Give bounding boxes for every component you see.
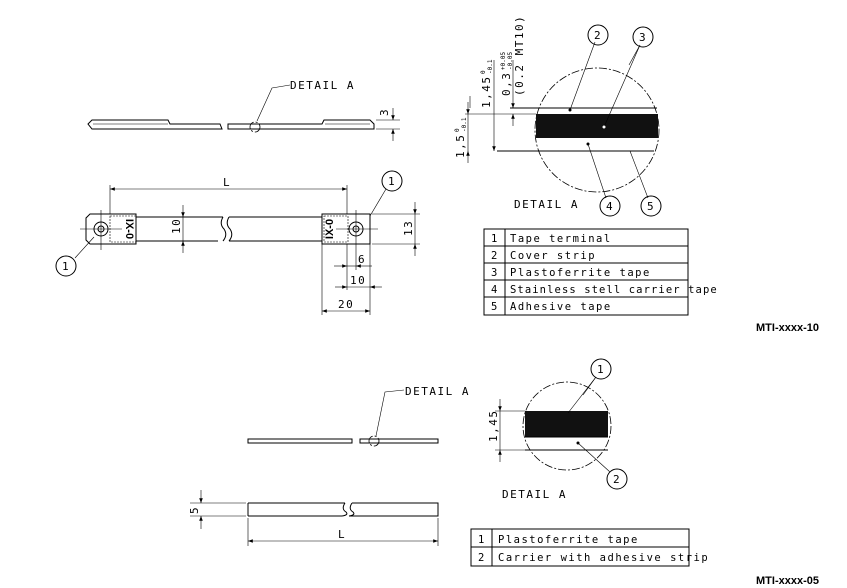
detail-balloon-1-bottom: 1 xyxy=(597,363,605,376)
length-dim-bottom: L xyxy=(338,528,346,541)
detail-balloon-5: 5 xyxy=(647,200,655,213)
dim-overall: 1,5 0 -0.1 xyxy=(454,117,468,158)
dim-6: 6 xyxy=(358,253,366,266)
top-plan-view: IX-0 IX-0 L 10 13 6 10 20 1 1 xyxy=(55,170,420,315)
part-no: 2 xyxy=(491,250,499,262)
part-no: 3 xyxy=(491,267,499,279)
dim-total: 1,45 0 -0.1 xyxy=(480,59,494,108)
detail-title-bottom: DETAIL A xyxy=(502,488,567,501)
part-no: 5 xyxy=(491,301,499,313)
dim-total-value: 1,45 xyxy=(480,76,493,109)
width-dim: 10 xyxy=(170,218,183,234)
dim-ferrite-note: (0.2 MT10) xyxy=(513,15,526,96)
balloon-1-right: 1 xyxy=(388,175,396,188)
dim-ferrite-value: 0,3 xyxy=(500,72,513,96)
bottom-parts-table: 1 Plastoferrite tape 2 Carrier with adhe… xyxy=(470,528,709,567)
detail-title: DETAIL A xyxy=(514,198,579,211)
top-side-view: DETAIL A 3 xyxy=(87,79,400,141)
balloon-1-left: 1 xyxy=(62,260,70,273)
dim-ferrite: 0,3 +0.05 -0.05 xyxy=(500,52,514,96)
part-name: Carrier with adhesive strip xyxy=(498,552,709,564)
dim-overall-tol-upper: 0 xyxy=(454,128,461,132)
length-dim: L xyxy=(223,176,231,189)
bottom-detail-a: 1,45 1 2 DETAIL A xyxy=(487,358,628,501)
model-code-10: MTI-xxxx-10 xyxy=(756,322,819,334)
dim-total-bottom: 1,45 xyxy=(487,410,500,443)
part-name: Plastoferrite tape xyxy=(510,267,651,279)
dim-overall-tol-lower: -0.1 xyxy=(461,117,468,132)
part-name: Stainless stell carrier tape xyxy=(510,284,718,296)
width-dim-bottom: 5 xyxy=(188,506,201,514)
part-no: 1 xyxy=(478,534,486,546)
terminal-height-dim: 13 xyxy=(402,220,415,236)
part-no: 4 xyxy=(491,284,499,296)
bottom-plan-view: 5 L xyxy=(188,490,439,546)
thickness-dim: 3 xyxy=(378,108,391,116)
bottom-side-view: DETAIL A xyxy=(247,385,470,447)
detail-balloon-3: 3 xyxy=(639,31,647,44)
part-no: 1 xyxy=(491,233,499,245)
detail-a-label: DETAIL A xyxy=(290,79,355,92)
dim-ferrite-tol-upper: +0.05 xyxy=(500,52,507,70)
top-parts-table: 1 Tape terminal 2 Cover strip 3 Plastofe… xyxy=(483,228,718,316)
dim-ferrite-tol-lower: -0.05 xyxy=(507,52,514,70)
model-code-05: MTI-xxxx-05 xyxy=(756,575,819,587)
detail-balloon-2: 2 xyxy=(594,29,602,42)
dim-overall-value: 1,5 xyxy=(454,134,467,158)
part-name: Plastoferrite tape xyxy=(498,534,639,546)
part-no: 2 xyxy=(478,552,486,564)
dim-total-tol-upper: 0 xyxy=(480,70,487,74)
svg-text:IX-0: IX-0 xyxy=(123,219,135,239)
svg-text:IX-0: IX-0 xyxy=(324,219,336,239)
top-detail-a: 1,45 0 -0.1 0,3 +0.05 -0.05 (0.2 MT10) 1… xyxy=(454,15,662,217)
dim-total-tol-lower: -0.1 xyxy=(487,59,494,74)
part-name: Cover strip xyxy=(510,250,596,262)
detail-a-label-bottom: DETAIL A xyxy=(405,385,470,398)
detail-balloon-2-bottom: 2 xyxy=(613,473,621,486)
dim-10: 10 xyxy=(350,274,366,287)
part-name: Tape terminal xyxy=(510,233,612,245)
part-name: Adhesive tape xyxy=(510,301,612,313)
dim-20: 20 xyxy=(338,298,354,311)
detail-balloon-4: 4 xyxy=(606,200,614,213)
